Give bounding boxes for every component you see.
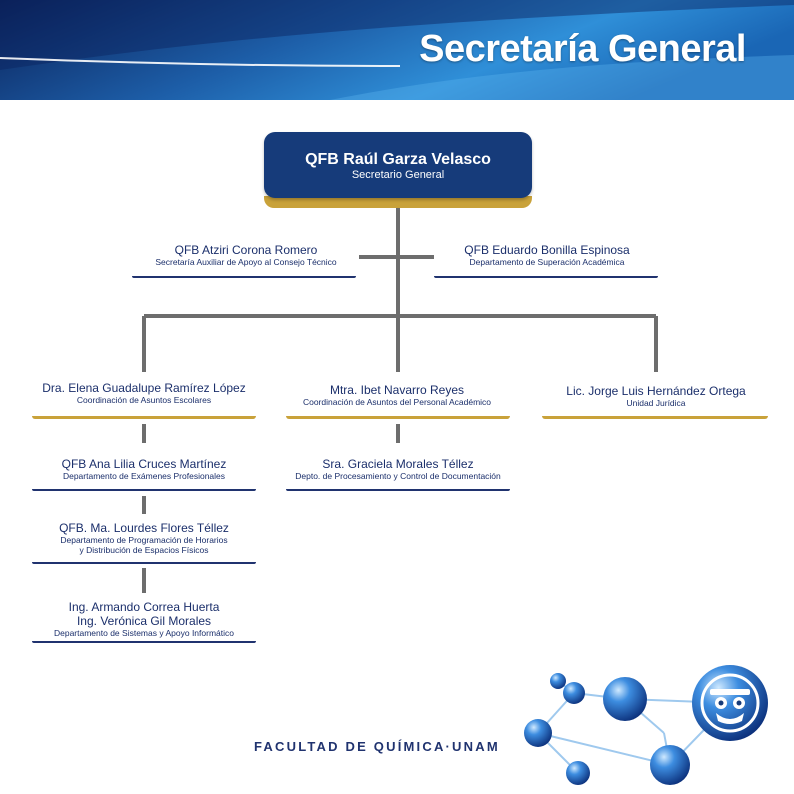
header-banner: Secretaría General bbox=[0, 0, 794, 100]
top-node-accent bbox=[264, 196, 532, 208]
node-name: Ing. Verónica Gil Morales bbox=[76, 614, 212, 628]
header-background bbox=[0, 0, 794, 100]
node-underline bbox=[132, 276, 356, 278]
node-sistemas: Ing. Armando Correa Huerta Ing. Verónica… bbox=[34, 600, 254, 638]
node-underline bbox=[32, 489, 256, 491]
owl-logo-icon bbox=[700, 673, 760, 733]
node-name: Lic. Jorge Luis Hernández Ortega bbox=[566, 384, 746, 398]
node-name: QFB Raúl Garza Velasco bbox=[305, 151, 491, 168]
molecule-atom bbox=[650, 745, 690, 785]
node-name: QFB Eduardo Bonilla Espinosa bbox=[464, 243, 630, 257]
node-name: Sra. Graciela Morales Téllez bbox=[322, 457, 474, 471]
node-eduardo-bonilla: QFB Eduardo Bonilla Espinosa Departament… bbox=[434, 243, 660, 267]
node-lourdes-flores: QFB. Ma. Lourdes Flores Téllez Departame… bbox=[34, 521, 254, 555]
node-underline-gold bbox=[286, 416, 510, 419]
node-underline-gold bbox=[542, 416, 768, 419]
node-name: Mtra. Ibet Navarro Reyes bbox=[329, 383, 465, 397]
node-name: Dra. Elena Guadalupe Ramírez López bbox=[42, 381, 246, 395]
page-title: Secretaría General bbox=[419, 28, 746, 70]
node-role: Coordinación de Asuntos del Personal Aca… bbox=[302, 397, 492, 407]
node-name: QFB Atziri Corona Romero bbox=[174, 243, 318, 257]
molecule-atom bbox=[524, 719, 552, 747]
node-role: Departamento de Programación de Horarios bbox=[60, 535, 228, 545]
footer-label: FACULTAD DE QUÍMICA·UNAM bbox=[254, 739, 500, 754]
node-name: QFB. Ma. Lourdes Flores Téllez bbox=[59, 521, 229, 535]
node-underline bbox=[286, 489, 510, 491]
molecule-atom bbox=[603, 677, 647, 721]
node-role: Departamento de Exámenes Profesionales bbox=[62, 471, 226, 481]
molecule-atom bbox=[563, 682, 585, 704]
node-secretario-general: QFB Raúl Garza Velasco Secretario Genera… bbox=[264, 132, 532, 198]
node-graciela-morales: Sra. Graciela Morales Téllez Depto. de P… bbox=[286, 457, 510, 481]
node-underline bbox=[32, 641, 256, 643]
node-role: Secretaría Auxiliar de Apoyo al Consejo … bbox=[155, 257, 337, 267]
node-role: Coordinación de Asuntos Escolares bbox=[76, 395, 212, 405]
node-name: Ing. Armando Correa Huerta bbox=[68, 600, 220, 614]
node-jorge-hernandez: Lic. Jorge Luis Hernández Ortega Unidad … bbox=[542, 384, 770, 408]
node-name: QFB Ana Lilia Cruces Martínez bbox=[61, 457, 227, 471]
node-role: y Distribución de Espacios Físicos bbox=[79, 545, 209, 555]
node-role: Secretario General bbox=[351, 169, 445, 181]
molecule-atom bbox=[566, 761, 590, 785]
node-role: Departamento de Superación Académica bbox=[469, 257, 625, 267]
node-role: Depto. de Procesamiento y Control de Doc… bbox=[295, 471, 501, 481]
node-ana-cruces: QFB Ana Lilia Cruces Martínez Departamen… bbox=[34, 457, 254, 481]
node-underline bbox=[32, 562, 256, 564]
node-underline-gold bbox=[32, 416, 256, 419]
molecule-graphic bbox=[524, 665, 768, 785]
node-atziri-corona: QFB Atziri Corona Romero Secretaría Auxi… bbox=[136, 243, 356, 267]
node-role: Unidad Jurídica bbox=[626, 398, 686, 408]
node-underline bbox=[434, 276, 658, 278]
node-ibet-navarro: Mtra. Ibet Navarro Reyes Coordinación de… bbox=[286, 383, 508, 407]
node-elena-ramirez: Dra. Elena Guadalupe Ramírez López Coord… bbox=[34, 381, 254, 405]
molecule-atom bbox=[550, 673, 566, 689]
node-role: Departamento de Sistemas y Apoyo Informá… bbox=[53, 628, 234, 638]
